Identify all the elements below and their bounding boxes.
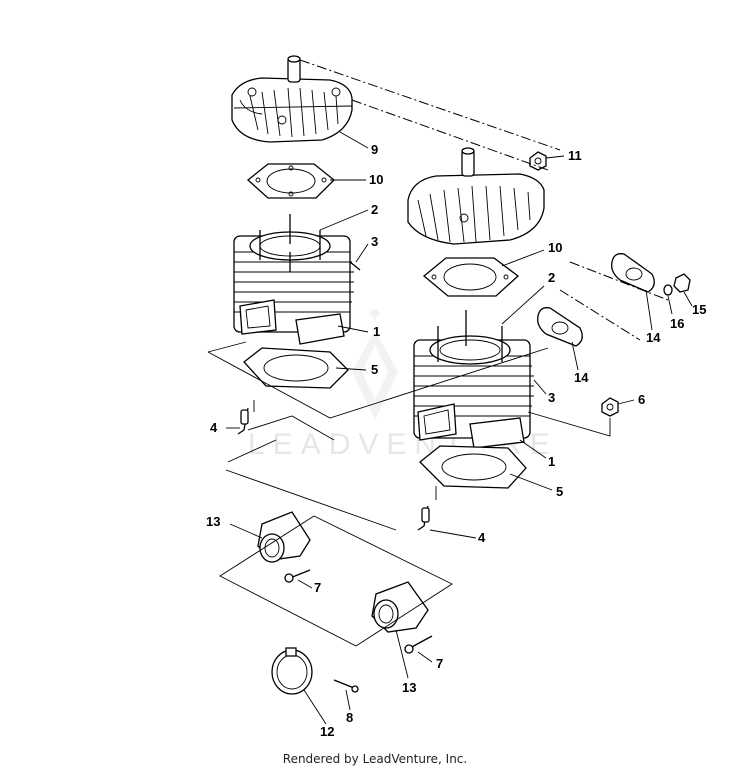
bolt-7a: [284, 569, 311, 583]
callout-10-left: 10: [369, 172, 383, 187]
callout-1-right: 1: [548, 454, 555, 469]
callout-11: 11: [568, 148, 582, 163]
callout-3-left: 3: [371, 234, 378, 249]
nut-15: [673, 273, 691, 293]
callout-14-upper: 14: [646, 330, 661, 345]
intake-manifold-13b: [371, 581, 429, 633]
hose-clamp-12: [271, 647, 313, 695]
cylinder-right: [413, 310, 534, 449]
exhaust-gasket-14a: [537, 307, 583, 347]
clamp-screw-8: [333, 679, 359, 693]
stud-left: [237, 407, 249, 435]
callout-4-left: 4: [210, 420, 218, 435]
callout-12: 12: [320, 724, 334, 739]
render-credit: Rendered by LeadVenture, Inc.: [282, 752, 468, 766]
callout-9: 9: [371, 142, 378, 157]
callout-6: 6: [638, 392, 645, 407]
callout-2-right: 2: [548, 270, 555, 285]
leadventure-watermark-logo: [352, 309, 398, 420]
leader-lines: [226, 131, 693, 725]
callout-13-right: 13: [402, 680, 416, 695]
callout-4-right: 4: [478, 530, 486, 545]
callout-7-left: 7: [314, 580, 321, 595]
callout-15: 15: [692, 302, 706, 317]
callout-14-lower: 14: [574, 370, 589, 385]
intake-manifold-13a: [257, 511, 311, 563]
nut-11: [529, 151, 547, 171]
callout-5-right: 5: [556, 484, 563, 499]
callout-7-right: 7: [436, 656, 443, 671]
stud-right: [417, 505, 430, 531]
head-gasket-right: [422, 257, 520, 297]
callout-16: 16: [670, 316, 684, 331]
cylinder-head-right: [407, 147, 545, 245]
base-gasket-right: [419, 445, 527, 489]
callout-10-right: 10: [548, 240, 562, 255]
cylinder-left: [233, 214, 361, 345]
bolt-7b: [404, 635, 433, 654]
callout-3-right: 3: [548, 390, 555, 405]
callout-13-left: 13: [206, 514, 220, 529]
callout-labels: 9 10 2 3 1 5 4 11 10 2 14 14 16 15 3 6 1…: [206, 142, 706, 739]
head-gasket-left: [246, 163, 335, 199]
callout-8: 8: [346, 710, 353, 725]
assembly-lines: [207, 59, 669, 647]
washer-16: [663, 284, 673, 296]
cylinder-head-left: [231, 55, 353, 143]
nut-6: [601, 397, 619, 417]
base-gasket-left: [243, 347, 349, 389]
callout-1-left: 1: [373, 324, 380, 339]
callout-2-left: 2: [371, 202, 378, 217]
callout-5-left: 5: [371, 362, 378, 377]
exhaust-gasket-14b: [611, 253, 655, 293]
